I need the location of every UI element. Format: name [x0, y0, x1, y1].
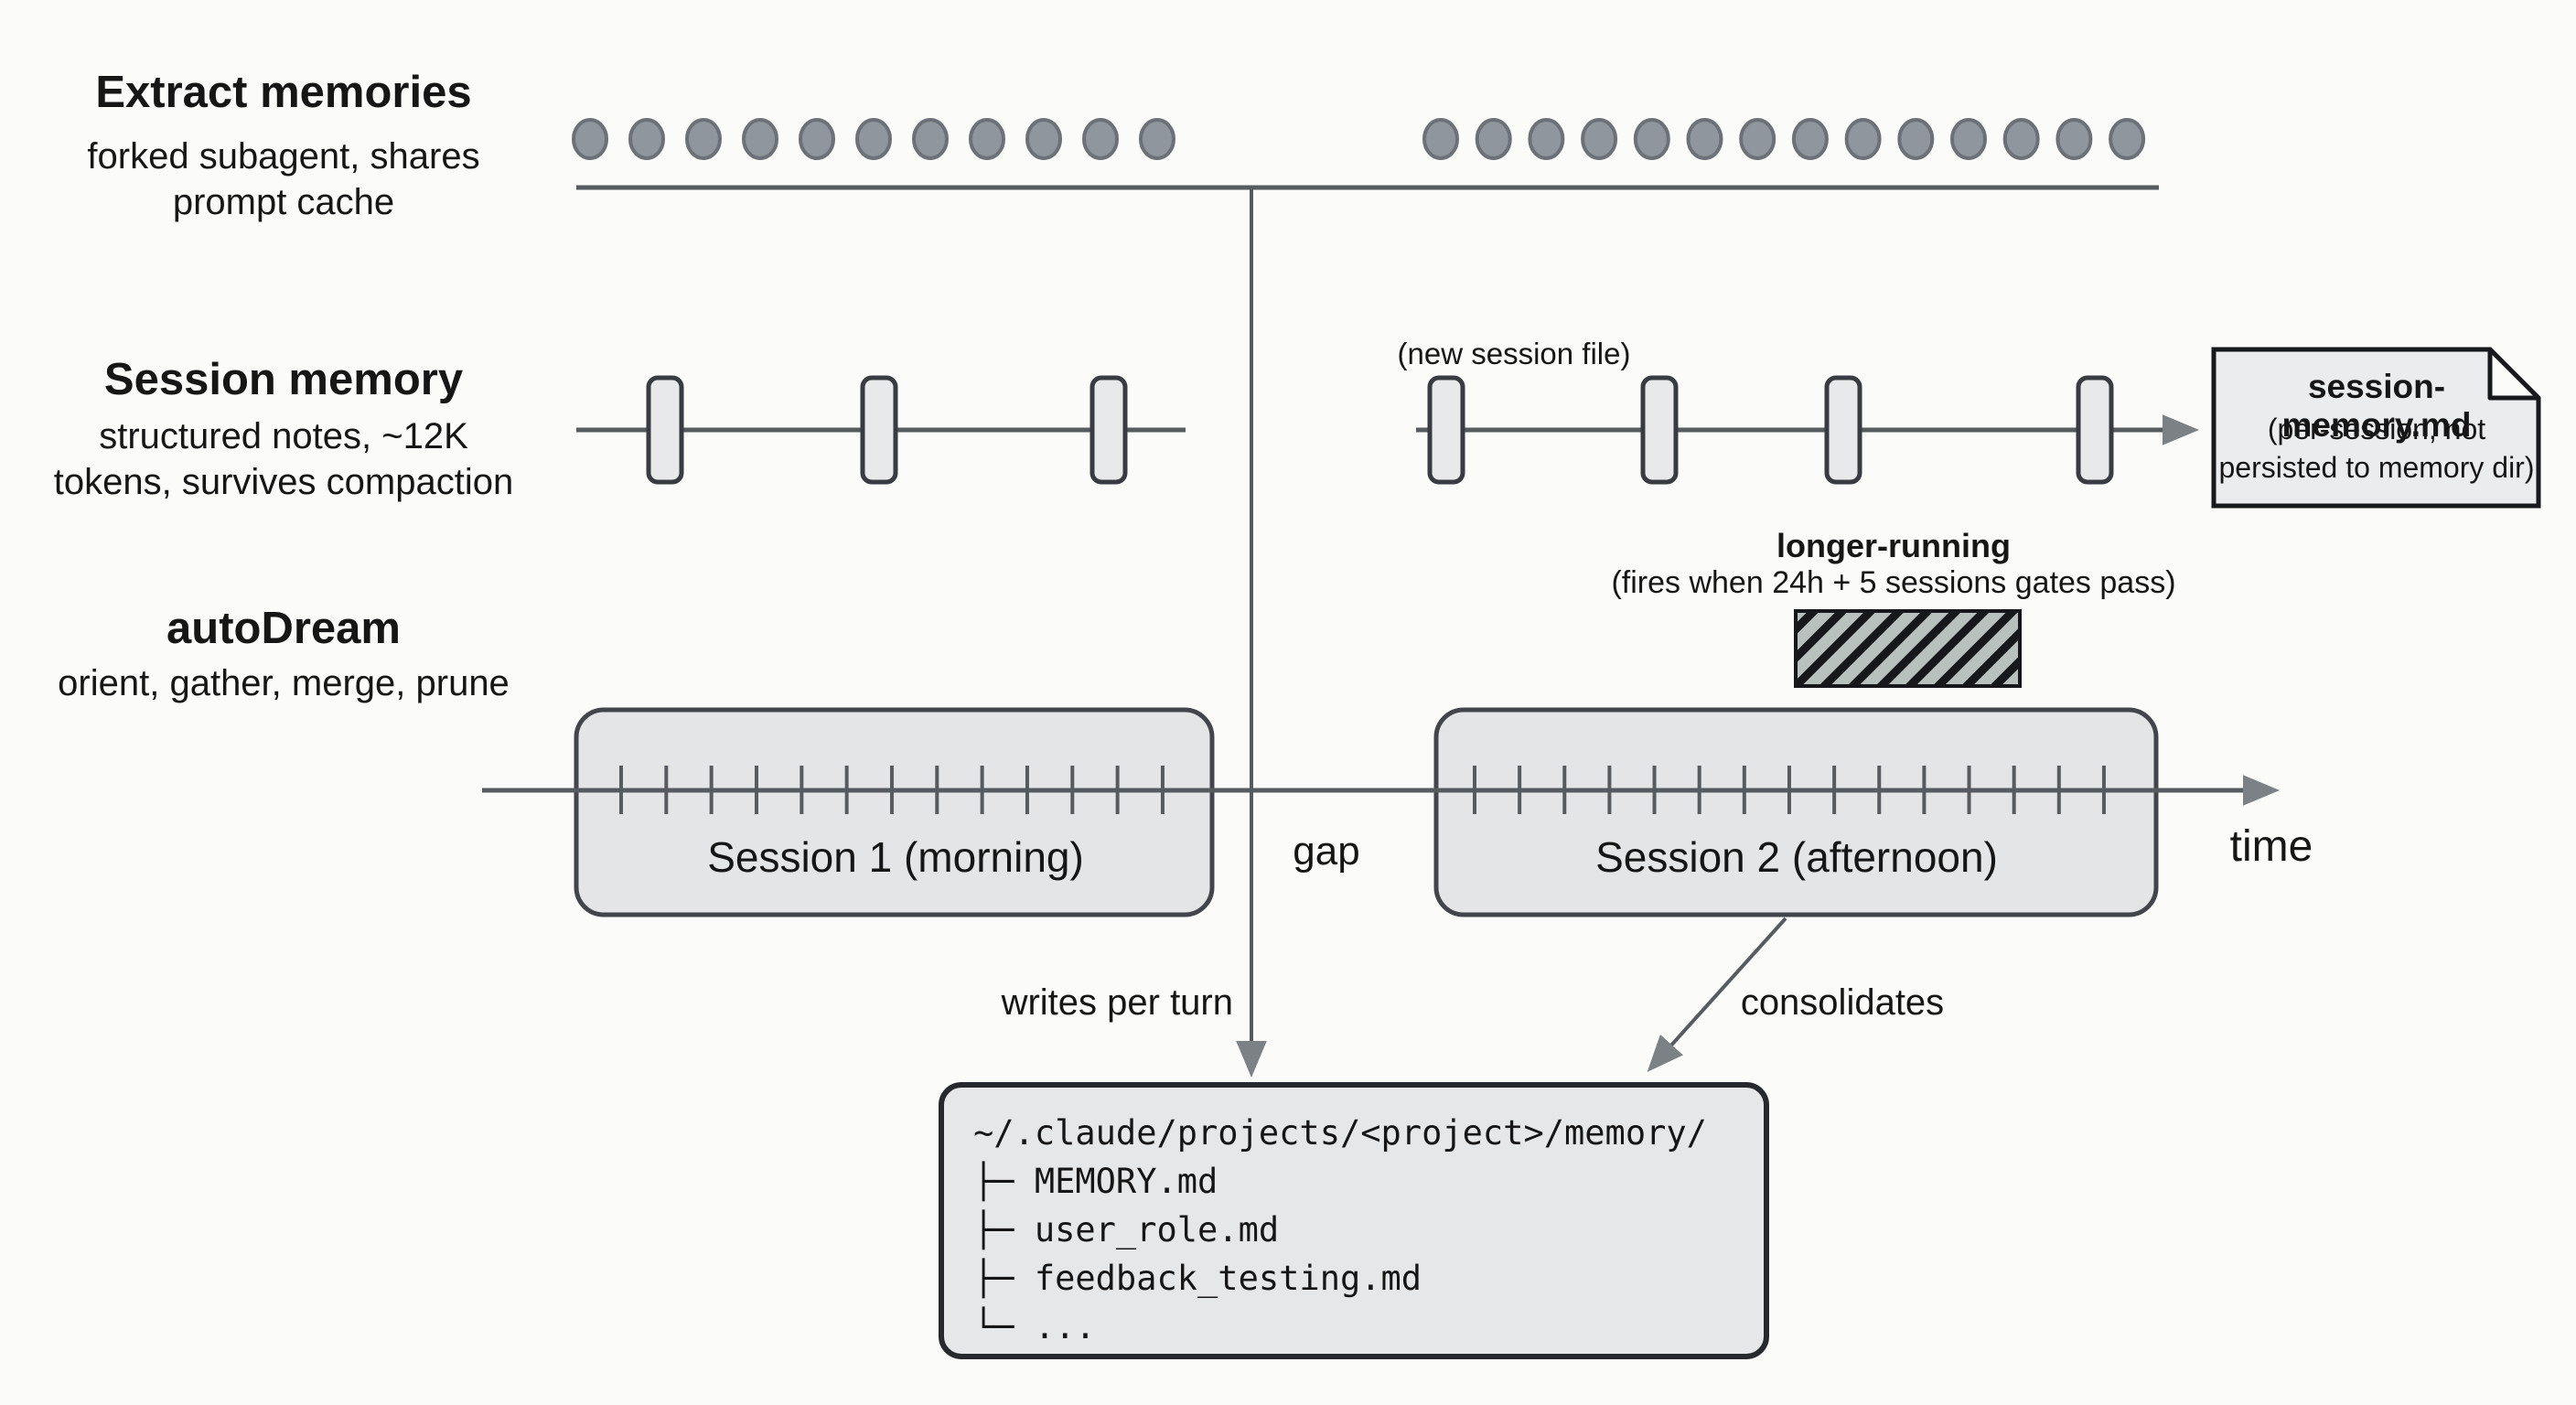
extract-memories-subtitle: forked subagent, shares prompt cache [87, 136, 480, 222]
consolidates-label: consolidates [1740, 982, 1945, 1023]
autodream-subtitle: orient, gather, merge, prune [58, 663, 510, 703]
consolidates-line [1647, 917, 1787, 1072]
session-memory-file-note [2211, 347, 2541, 509]
session-memory-write-marker [1089, 375, 1128, 485]
session-memory-write-marker [2076, 375, 2114, 485]
extract-memory-dot [969, 118, 1005, 160]
extract-memory-dot [685, 118, 722, 160]
extract-memory-dot [2109, 118, 2146, 160]
extract-memory-dot [855, 118, 892, 160]
session-1-box [574, 707, 1215, 917]
session-memory-write-marker [646, 375, 684, 485]
session-memory-write-marker [1427, 375, 1465, 485]
session-memory-write-marker [1640, 375, 1679, 485]
extract-memory-dot [742, 118, 778, 160]
session-memory-subtitle: structured notes, ~12K tokens, survives … [53, 416, 514, 502]
extract-memory-dot [1082, 118, 1119, 160]
extract-memory-dot [1791, 118, 1829, 160]
memory-directory-line: └─ ... [973, 1307, 1096, 1346]
extract-memory-dot [1025, 118, 1062, 160]
session-memory-file-title: session-memory.md [2281, 368, 2472, 444]
extract-memory-dot [1897, 118, 1935, 160]
autodream-run-hatched-box [1794, 609, 2022, 688]
memory-directory-box [939, 1082, 1769, 1359]
longer-running-label: longer-running [1776, 527, 2011, 564]
session-memory-title: Session memory [103, 355, 464, 404]
new-session-file-label: (new session file) [1397, 337, 1631, 370]
longer-running-detail: (fires when 24h + 5 sessions gates pass) [1611, 565, 2176, 600]
extract-memory-dot [2002, 118, 2040, 160]
session-2-box [1433, 707, 2159, 917]
memory-directory-line: ├─ user_role.md [973, 1210, 1280, 1249]
extract-memories-title: Extract memories [95, 68, 472, 117]
gap-label: gap [1293, 829, 1360, 874]
session1-box-label: Session 1 (morning) [707, 833, 1084, 881]
extract-memory-dot [799, 118, 835, 160]
session-memory-file-detail: (per-session, not persisted to memory di… [2218, 413, 2535, 484]
extract-memory-dot [912, 118, 949, 160]
writes-per-turn-label: writes per turn [1001, 982, 1233, 1023]
memory-directory-line: ├─ feedback_testing.md [973, 1259, 1422, 1298]
extract-memory-dot [628, 118, 665, 160]
session2-box-label: Session 2 (afternoon) [1595, 833, 1998, 881]
memory-directory-line: ├─ MEMORY.md [973, 1162, 1218, 1201]
extract-memory-dot [1581, 118, 1618, 160]
autodream-title: autoDream [166, 604, 401, 653]
memory-directory-line: ~/.claude/projects/<project>/memory/ [973, 1113, 1707, 1153]
extract-memory-dot [1686, 118, 1723, 160]
extract-memory-dot [1633, 118, 1670, 160]
extract-memory-dot [1139, 118, 1175, 160]
extract-memory-dot [1950, 118, 1987, 160]
extract-memory-dot [572, 118, 608, 160]
session-memory-write-marker [1824, 375, 1862, 485]
extract-memory-dot [1528, 118, 1565, 160]
extract-memory-dot [1422, 118, 1459, 160]
time-axis-label: time [2229, 822, 2313, 871]
session-memory-write-marker [860, 375, 898, 485]
extract-memory-dot [2055, 118, 2093, 160]
extract-memory-dot [1739, 118, 1776, 160]
extract-memory-dot [1475, 118, 1512, 160]
note-folded-corner [2487, 347, 2541, 401]
extract-memory-dot [1844, 118, 1882, 160]
memory-directory-listing: ~/.claude/projects/<project>/memory/ ├─ M… [973, 1109, 1751, 1351]
